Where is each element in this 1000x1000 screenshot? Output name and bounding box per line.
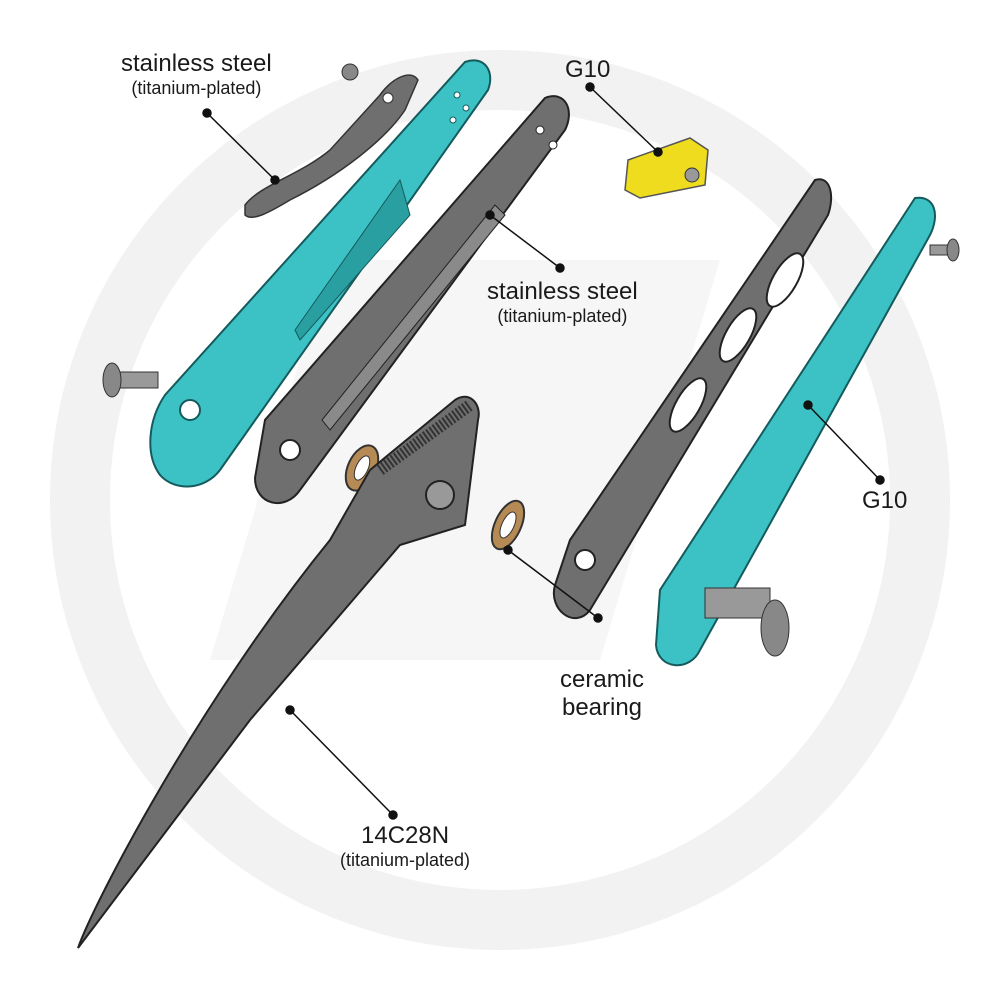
liner-note: (titanium-plated) <box>497 305 628 326</box>
bearing-line2: bearing <box>561 693 643 721</box>
g10-backspacer <box>624 137 709 199</box>
clip-material: stainless steel <box>121 50 272 77</box>
blade <box>77 395 480 949</box>
pivot-screw-right <box>704 238 960 657</box>
blade-material: 14C28N <box>361 822 450 849</box>
left-g10-scale <box>149 59 492 488</box>
watermark-logo <box>50 50 950 950</box>
right-g10-scale <box>654 196 936 667</box>
bearing-line1: ceramic <box>560 666 645 693</box>
ceramic-bearing-right <box>490 499 526 551</box>
right-steel-liner <box>552 178 833 620</box>
scale-label: G10 <box>862 487 908 514</box>
liner-label: stainless steel (titanium-plated) <box>487 278 638 326</box>
leader-lines <box>202 82 885 820</box>
pocket-clip <box>244 63 419 219</box>
bearing-label: ceramic bearing <box>560 666 644 721</box>
blade-note: (titanium-plated) <box>340 849 471 870</box>
liner-material: stainless steel <box>487 278 638 305</box>
backspacer-label: G10 <box>565 56 611 83</box>
clip-label: stainless steel (titanium-plated) <box>121 50 272 98</box>
left-steel-liner <box>253 95 570 505</box>
blade-label: 14C28N (titanium-plated) <box>340 822 470 870</box>
pivot-screw-left <box>102 362 159 398</box>
clip-note: (titanium-plated) <box>131 77 262 98</box>
